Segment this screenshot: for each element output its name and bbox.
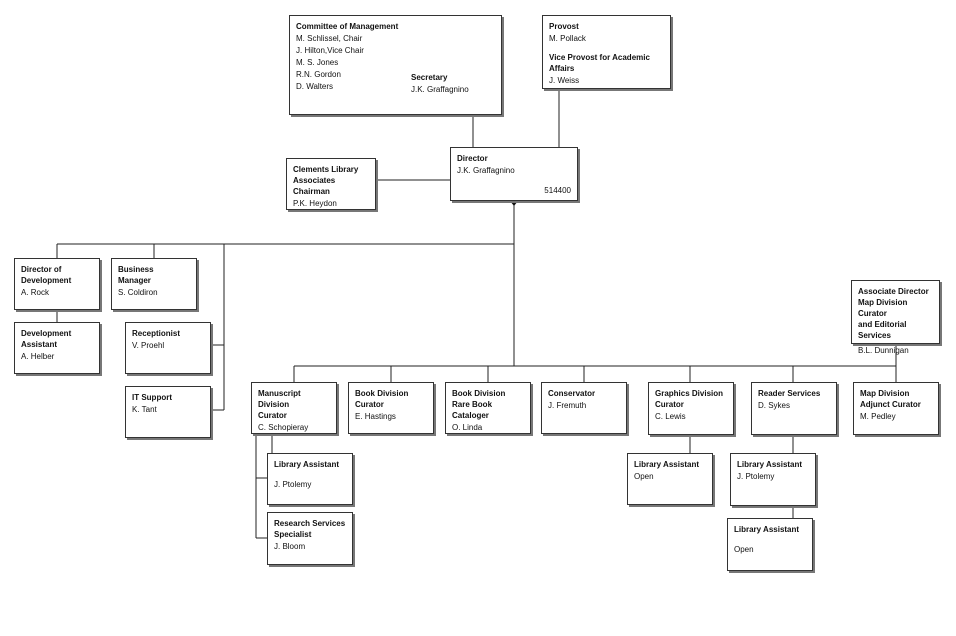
map-adjunct-title: Map Division xyxy=(860,389,910,398)
it-support-name: K. Tant xyxy=(132,405,157,414)
graphics-title: Graphics Division xyxy=(655,389,724,398)
conservator-box: Conservator J. Fremuth xyxy=(541,382,627,434)
business-title: Business xyxy=(118,265,154,274)
business-title: Manager xyxy=(118,276,151,285)
rare-book-title: Book Division xyxy=(452,389,506,398)
vice-provost-name: J. Weiss xyxy=(549,76,580,85)
lib-asst-rs2-title: Library Assistant xyxy=(734,525,800,534)
lib-asst-ms-name: J. Ptolemy xyxy=(274,480,312,489)
committee-member: M. Schlissel, Chair xyxy=(296,34,363,43)
reader-services-name: D. Sykes xyxy=(758,401,791,410)
it-support-box: IT Support K. Tant xyxy=(125,386,211,438)
graphics-title: Curator xyxy=(655,400,684,409)
associates-title: Associates Chairman xyxy=(293,176,336,196)
receptionist-title: Receptionist xyxy=(132,329,181,338)
rare-book-box: Book Division Rare Book Cataloger O. Lin… xyxy=(445,382,531,434)
director-title: Director xyxy=(457,154,488,163)
dir-dev-title: Director of xyxy=(21,265,62,274)
lib-asst-gr-title: Library Assistant xyxy=(634,460,700,469)
lib-asst-rs1-title: Library Assistant xyxy=(737,460,803,469)
conservator-name: J. Fremuth xyxy=(548,401,587,410)
lib-asst-ms-title: Library Assistant xyxy=(274,460,340,469)
receptionist-name: V. Proehl xyxy=(132,341,165,350)
book-division-title: Book Division xyxy=(355,389,409,398)
conservator-title: Conservator xyxy=(548,389,596,398)
graphics-name: C. Lewis xyxy=(655,412,686,421)
rare-book-title: Rare Book Cataloger xyxy=(452,400,493,420)
dir-dev-box: Director of Development A. Rock xyxy=(14,258,100,310)
director-box: Director J.K. Graffagnino 514400 xyxy=(450,147,578,201)
book-division-name: E. Hastings xyxy=(355,412,396,421)
committee-title: Committee of Management xyxy=(296,22,399,31)
provost-box: Provost M. Pollack Vice Provost for Acad… xyxy=(542,15,671,89)
arrow-down-icon xyxy=(510,201,518,206)
reader-services-title: Reader Services xyxy=(758,389,821,398)
director-name: J.K. Graffagnino xyxy=(457,166,515,175)
provost-name: M. Pollack xyxy=(549,34,586,43)
dir-dev-name: A. Rock xyxy=(21,288,50,297)
committee-box: Committee of Management M. Schlissel, Ch… xyxy=(289,15,502,115)
book-division-title: Curator xyxy=(355,400,384,409)
committee-member: J. Hilton,Vice Chair xyxy=(296,46,364,55)
committee-member: M. S. Jones xyxy=(296,58,339,67)
map-adjunct-box: Map Division Adjunct Curator M. Pedley xyxy=(853,382,939,435)
associates-name: P.K. Heydon xyxy=(293,199,337,208)
map-adjunct-name: M. Pedley xyxy=(860,412,896,421)
assoc-dir-title: Associate Director xyxy=(858,287,929,296)
lib-asst-gr-name: Open xyxy=(634,472,654,481)
provost-title: Provost xyxy=(549,22,579,31)
book-division-box: Book Division Curator E. Hastings xyxy=(348,382,434,434)
associates-box: Clements Library Associates Chairman P.K… xyxy=(286,158,376,210)
research-title: Specialist xyxy=(274,530,312,539)
lib-asst-rs2-box: Library Assistant Open xyxy=(727,518,813,571)
business-name: S. Coldiron xyxy=(118,288,158,297)
manuscript-name: C. Schopieray xyxy=(258,423,309,432)
graphics-box: Graphics Division Curator C. Lewis xyxy=(648,382,734,435)
assoc-dir-title: and Editorial Services xyxy=(858,320,907,340)
receptionist-box: Receptionist V. Proehl xyxy=(125,322,211,374)
associates-title: Clements Library xyxy=(293,165,359,174)
secretary: Secretary J.K. Graffagnino xyxy=(411,72,469,95)
lib-asst-rs2-name: Open xyxy=(734,545,754,554)
research-box: Research Services Specialist J. Bloom xyxy=(267,512,353,565)
assoc-dir-box: Associate Director Map Division Curator … xyxy=(851,280,940,355)
committee-member: R.N. Gordon xyxy=(296,70,341,79)
manuscript-box: Manuscript Division Curator C. Schopiera… xyxy=(251,382,337,434)
secretary-name: J.K. Graffagnino xyxy=(411,85,469,94)
lib-asst-gr-box: Library Assistant Open xyxy=(627,453,713,505)
map-adjunct-title: Adjunct Curator xyxy=(860,400,921,409)
rare-book-name: O. Linda xyxy=(452,423,483,432)
business-box: Business Manager S. Coldiron xyxy=(111,258,197,310)
assoc-dir-name: B.L. Dunnigan xyxy=(858,346,909,355)
it-support-title: IT Support xyxy=(132,393,172,402)
research-title: Research Services xyxy=(274,519,346,528)
lib-asst-rs1-name: J. Ptolemy xyxy=(737,472,775,481)
manuscript-title: Manuscript Division xyxy=(258,389,301,409)
dev-asst-name: A. Helber xyxy=(21,352,55,361)
lib-asst-rs1-box: Library Assistant J. Ptolemy xyxy=(730,453,816,506)
secretary-title: Secretary xyxy=(411,73,448,82)
dev-asst-title: Assistant xyxy=(21,340,58,349)
research-name: J. Bloom xyxy=(274,542,306,551)
dev-asst-box: Development Assistant A. Helber xyxy=(14,322,100,374)
dir-dev-title: Development xyxy=(21,276,72,285)
reader-services-box: Reader Services D. Sykes xyxy=(751,382,837,435)
director-code: 514400 xyxy=(544,186,571,195)
lib-asst-ms-box: Library Assistant J. Ptolemy xyxy=(267,453,353,505)
dev-asst-title: Development xyxy=(21,329,72,338)
manuscript-title: Curator xyxy=(258,411,287,420)
committee-member: D. Walters xyxy=(296,82,334,91)
vice-provost-title: Vice Provost for Academic Affairs xyxy=(549,53,650,73)
assoc-dir-title: Map Division Curator xyxy=(858,298,908,318)
